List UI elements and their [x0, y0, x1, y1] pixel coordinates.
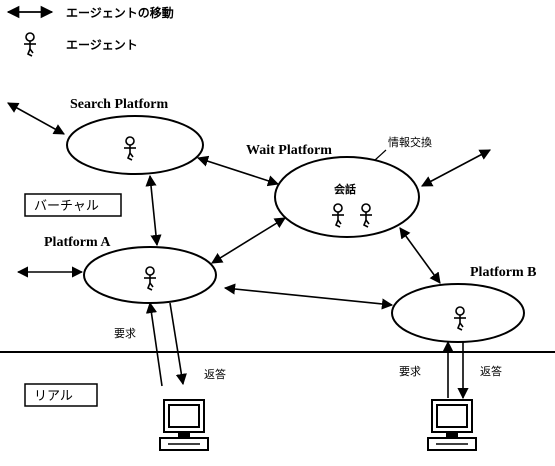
platform-a: Platform A: [44, 235, 217, 304]
arrow-a-wait: [211, 217, 286, 264]
platform-a-label: Platform A: [44, 235, 111, 250]
client-link-a: 要求 返答: [114, 301, 226, 451]
request-arrow-a: [145, 301, 163, 387]
arrow-search-offscreen: [7, 102, 65, 135]
legend-agent-icon: [23, 32, 37, 57]
platform-search-label: Search Platform: [70, 97, 168, 112]
info-exchange-pointer: [374, 149, 387, 161]
client-link-b: 要求 返答: [399, 340, 502, 451]
platform-wait-ellipse: [274, 156, 420, 238]
response-arrow-a: [169, 302, 187, 386]
platform-wait: 会話 Wait Platform 情報交換: [246, 135, 432, 238]
info-exchange-label: 情報交換: [388, 135, 432, 149]
platform-b: Platform B: [391, 265, 536, 343]
zone-virtual-label: バーチャル: [34, 199, 99, 214]
platform-search-ellipse: [66, 115, 204, 175]
zone-virtual-box: [24, 193, 122, 217]
zone-real: リアル: [24, 383, 98, 407]
arrow-a-b: [223, 283, 394, 310]
zone-virtual: バーチャル: [24, 193, 122, 217]
platform-search: Search Platform: [66, 97, 204, 175]
legend: エージェントの移動 エージェント: [6, 5, 174, 57]
arrow-wait-b: [399, 227, 441, 284]
platform-b-label: Platform B: [470, 265, 536, 280]
movement-arrows: [7, 102, 491, 310]
arrow-search-a: [145, 174, 162, 247]
response-label-b: 返答: [480, 364, 502, 378]
platform-b-ellipse: [391, 283, 525, 343]
legend-agent-label: エージェント: [66, 38, 138, 52]
arrow-wait-offscreen: [421, 149, 491, 187]
computer-icon-b: [427, 399, 477, 451]
response-label-a: 返答: [204, 367, 226, 381]
zone-real-box: [24, 383, 98, 407]
platform-wait-label: Wait Platform: [246, 143, 332, 158]
legend-move-label: エージェントの移動: [66, 5, 174, 20]
zone-real-label: リアル: [34, 389, 73, 404]
arrow-search-wait: [196, 155, 280, 187]
conversation-label: 会話: [334, 182, 356, 196]
computer-icon-a: [159, 399, 209, 451]
request-label-b: 要求: [399, 365, 421, 378]
request-label-a: 要求: [114, 327, 136, 340]
